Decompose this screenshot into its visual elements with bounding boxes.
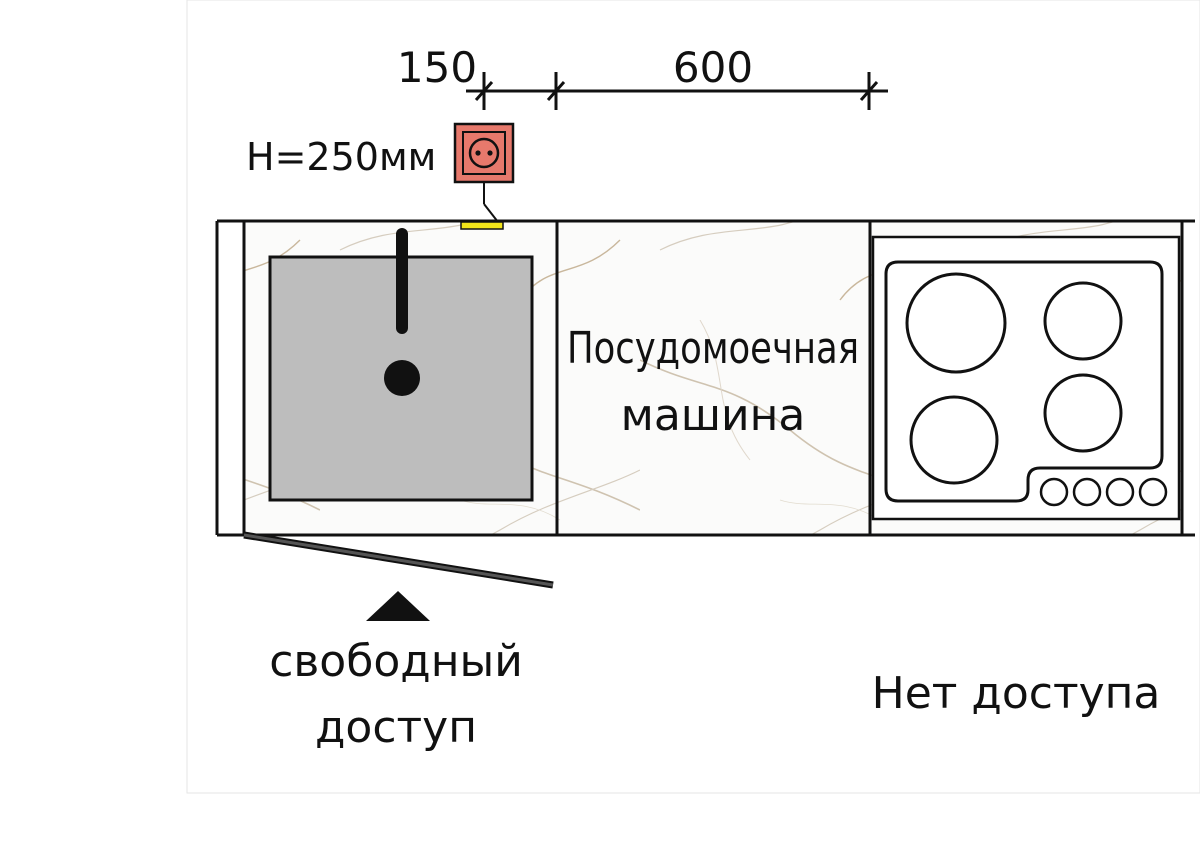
knob-2	[1072, 477, 1102, 507]
sink-icon	[268, 228, 534, 502]
countertop-dishwasher-section	[557, 221, 870, 535]
dimension-150-label: 150	[397, 43, 477, 92]
dishwasher-label-line1: Посудомоечная	[567, 323, 859, 374]
power-outlet-icon	[453, 122, 515, 223]
outlet-height-label: H=250мм	[246, 135, 436, 179]
knob-1	[1039, 477, 1069, 507]
knob-4	[1138, 477, 1168, 507]
arrow-up-icon	[366, 591, 430, 621]
dishwasher-label-line2: машина	[621, 390, 806, 441]
burner-top-right	[1043, 281, 1123, 361]
outlet-strip	[460, 221, 504, 230]
burner-large-top-left	[905, 272, 1007, 374]
countertop-outline	[215, 219, 1195, 537]
burner-bottom-right	[1043, 373, 1123, 453]
no-access-label: Нет доступа	[872, 668, 1161, 719]
door-swing-inner	[243, 533, 554, 587]
free-access-label-line1: свободный	[269, 636, 523, 687]
dimension-line	[466, 72, 888, 110]
dimension-600-label: 600	[673, 43, 753, 92]
knob-3	[1105, 477, 1135, 507]
cooktop-icon	[871, 235, 1181, 521]
free-access-label-line2: доступ	[315, 702, 477, 753]
burner-bottom-left	[909, 395, 999, 485]
